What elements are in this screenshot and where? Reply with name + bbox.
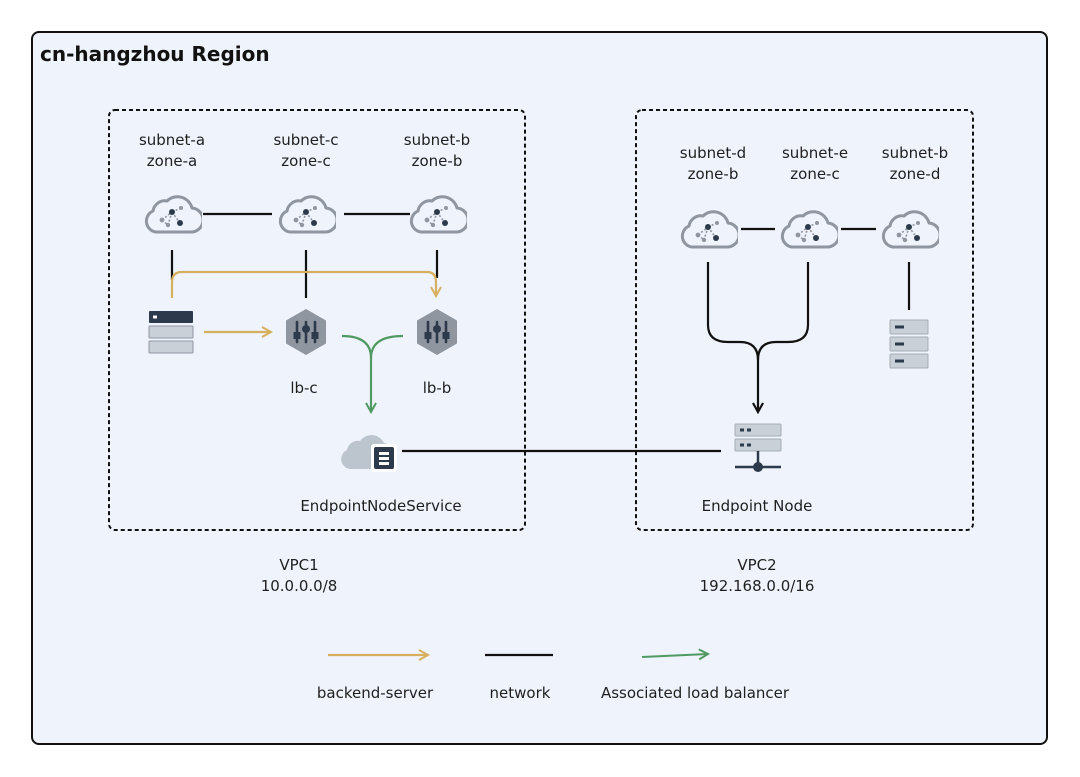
region-title: cn-hangzhou Region <box>40 42 270 66</box>
legend-associated-lb-label: Associated load balancer <box>600 684 790 702</box>
vpc2-container <box>635 109 974 531</box>
lb-label: lb-b <box>422 379 452 397</box>
server-icon <box>889 319 929 369</box>
endpoint-node-label: Endpoint Node <box>701 497 813 515</box>
legend-backend-server-label: backend-server <box>316 684 434 702</box>
legend-associated-lb-line <box>641 654 708 657</box>
backend-server-paths <box>170 270 436 332</box>
lb-label: lb-c <box>290 379 318 397</box>
vpc1-network-lines <box>170 212 439 298</box>
server-icon <box>148 310 194 354</box>
service-label: EndpointNodeService <box>300 497 462 515</box>
vpc1-container <box>108 109 526 531</box>
legend-network-label: network <box>489 684 551 702</box>
vpc2-network-lines <box>706 227 911 412</box>
associated-lb-path <box>341 334 404 412</box>
